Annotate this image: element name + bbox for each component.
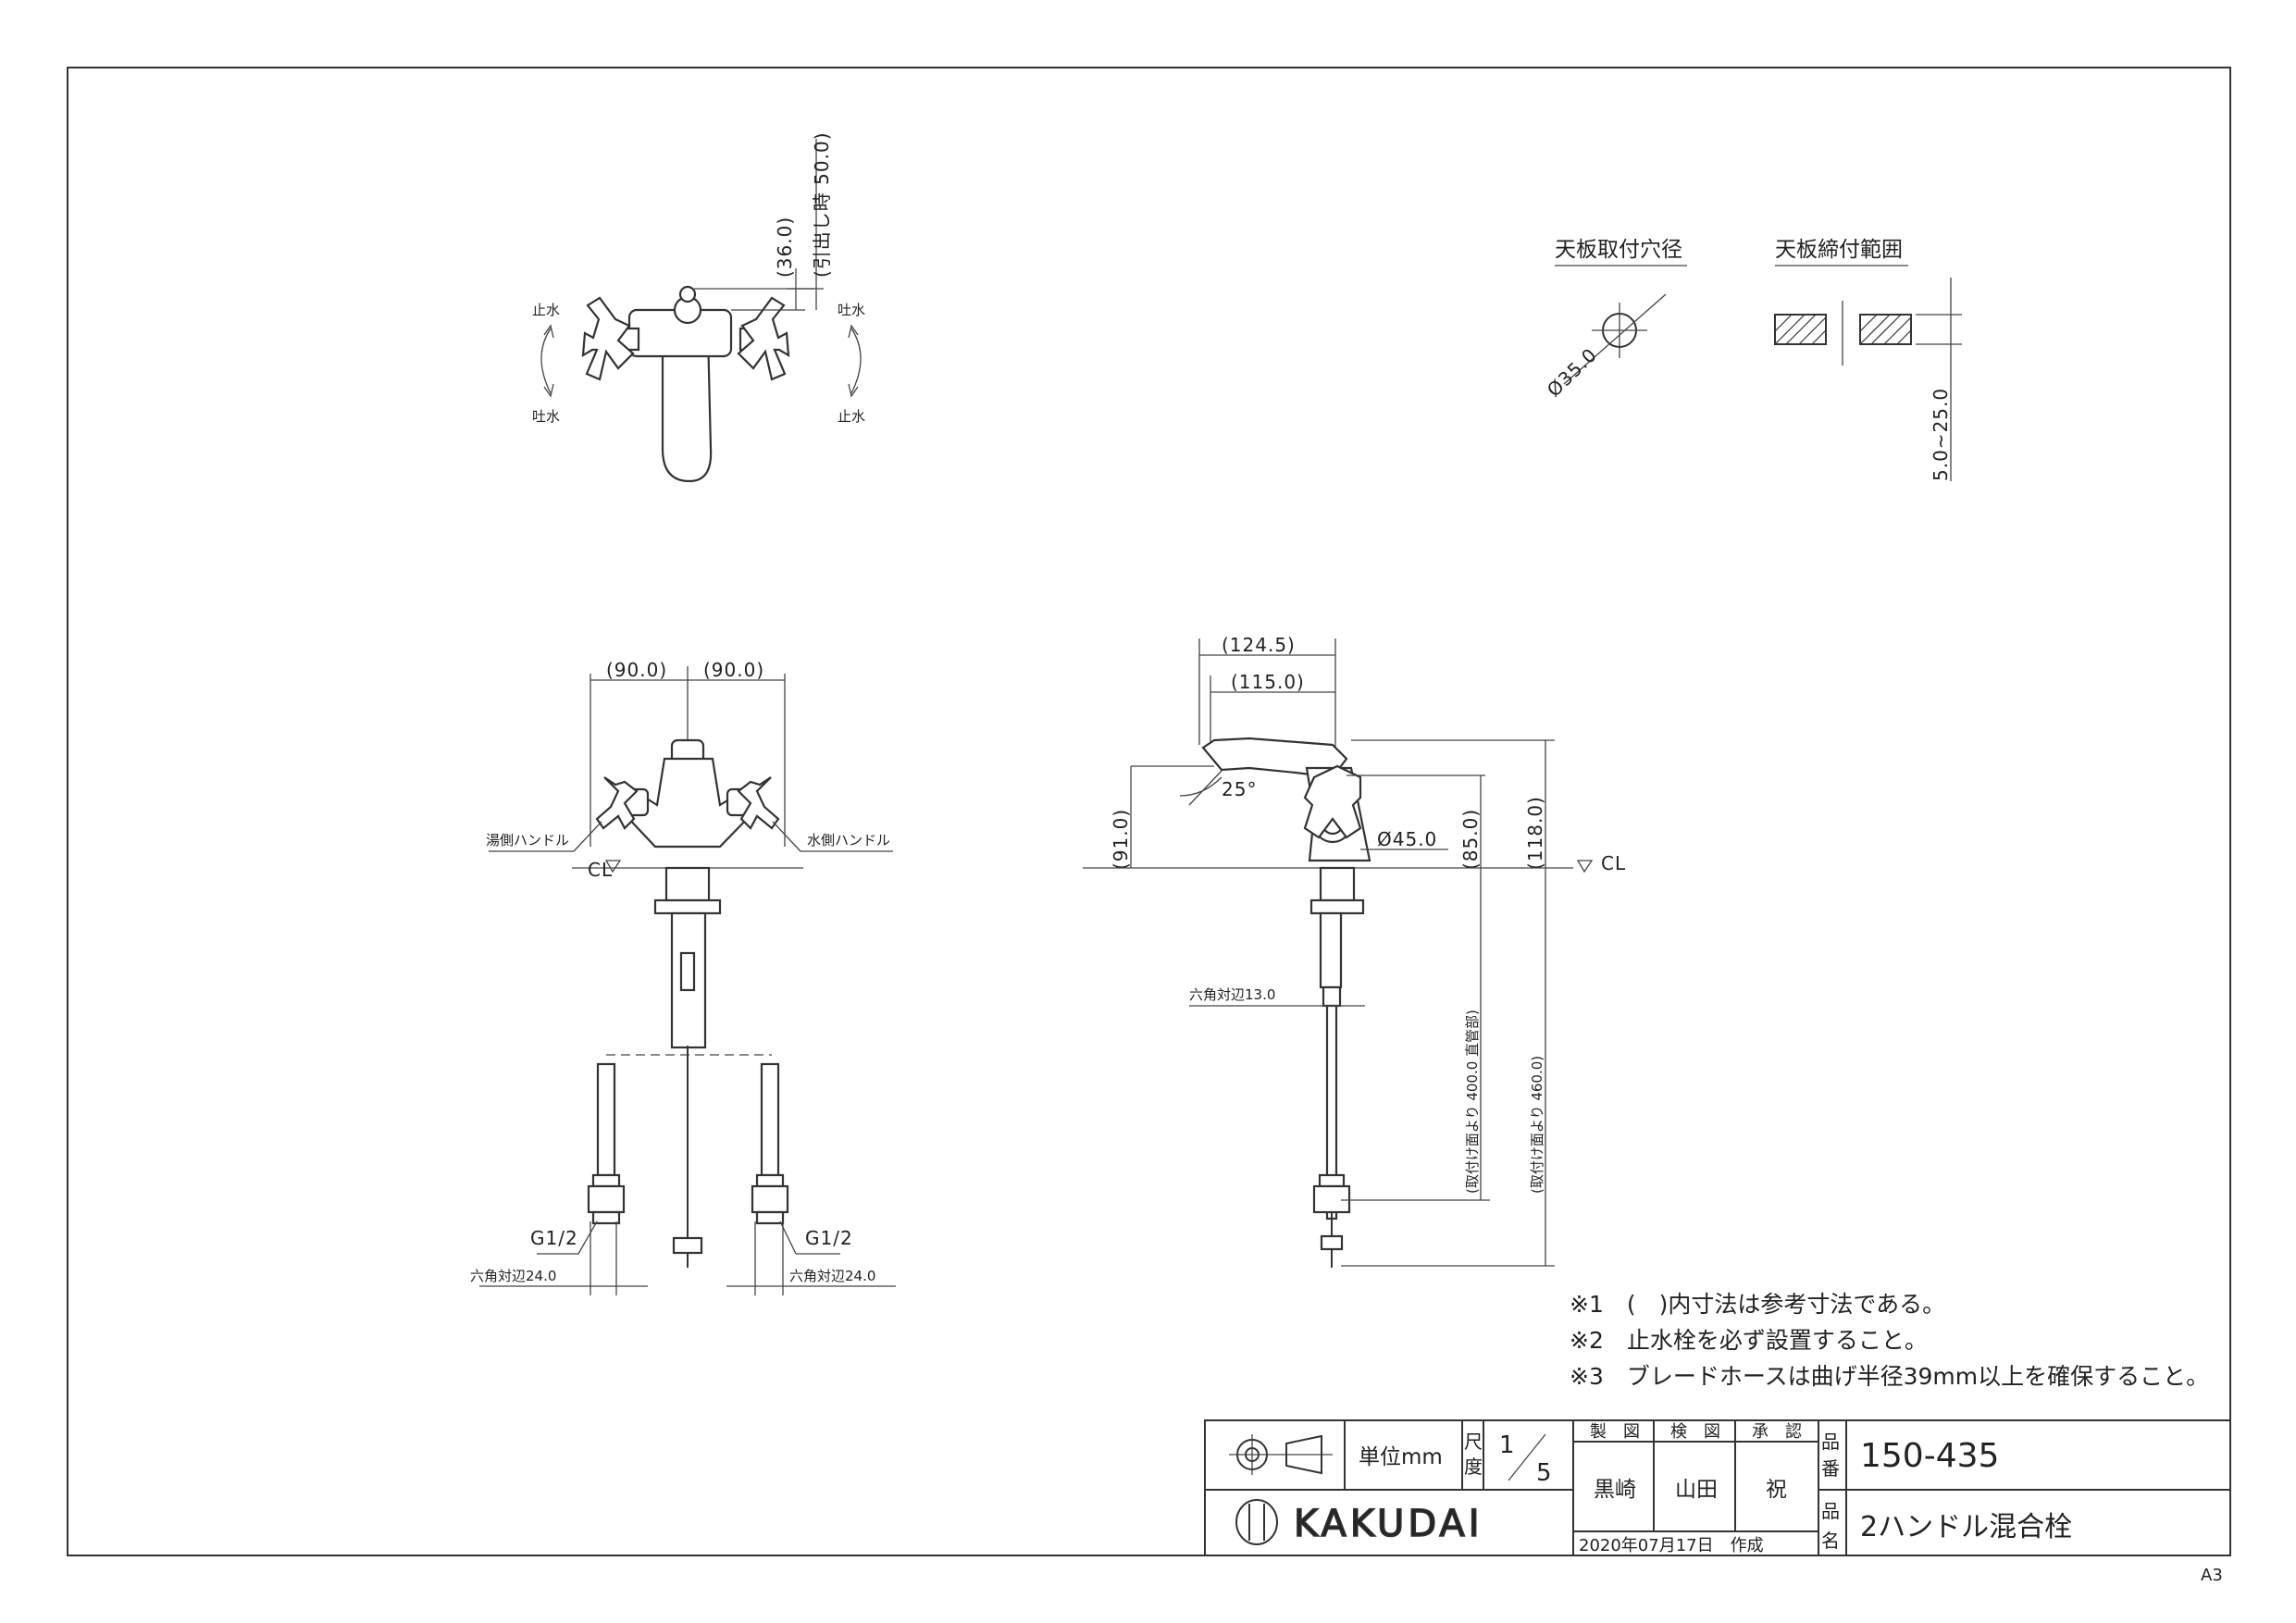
hole-title: 天板取付穴径 (1555, 238, 1682, 262)
hex-right: 六角対辺24.0 (789, 1268, 875, 1284)
top-view: 止水 吐水 吐水 止水 (36.0) (引出し時 50.0) (532, 132, 865, 483)
approved-by: 祝 (1766, 1478, 1787, 1502)
front-view: (90.0) (90.0) CL 湯側ハンドル 水側ハンドル (470, 659, 896, 1295)
date: 2020年07月17日 作成 (1579, 1536, 1764, 1555)
hole-dim: Ø35.0 (1543, 343, 1602, 402)
side-dim-85: (85.0) (1459, 809, 1482, 870)
range-detail: 天板締付範囲 5.0~25.0 (1774, 238, 1962, 481)
top-left-lower-label: 吐水 (532, 408, 560, 425)
name-label-2: 名 (1821, 1530, 1840, 1552)
range-title: 天板締付範囲 (1775, 238, 1903, 262)
name-label-1: 品 (1821, 1500, 1840, 1522)
side-dim-reach-outer: (124.5) (1222, 634, 1296, 656)
scale-label-1: 尺 (1464, 1431, 1483, 1453)
side-cl: CL (1601, 852, 1626, 874)
side-view: (124.5) (115.0) 25° (91.0) Ø45.0 (85.0) … (1083, 634, 1626, 1268)
hex-left: 六角対辺24.0 (470, 1268, 556, 1284)
thread-left: G1/2 (530, 1227, 578, 1249)
front-cl: CL (588, 859, 613, 881)
partno-label-1: 品 (1821, 1431, 1840, 1453)
side-dim-118: (118.0) (1524, 796, 1546, 870)
side-dim-reach: (115.0) (1231, 671, 1305, 693)
scale-label-2: 度 (1464, 1456, 1483, 1478)
hot-handle-label: 湯側ハンドル (486, 832, 569, 849)
part-name: 2ハンドル混合栓 (1860, 1511, 2072, 1543)
paper-size: A3 (2201, 1566, 2223, 1585)
partno-label-2: 番 (1821, 1457, 1840, 1480)
checked-label: 検 図 (1670, 1422, 1720, 1442)
side-dim-400: (取付け面より 400.0 直管部) (1464, 1010, 1481, 1194)
side-dim-460: (取付け面より 460.0) (1529, 1056, 1545, 1194)
brand-name: KAKUDAI (1294, 1503, 1483, 1545)
top-right-lower-label: 止水 (838, 408, 865, 425)
side-dim-91: (91.0) (1110, 809, 1132, 870)
thread-right: G1/2 (805, 1227, 853, 1249)
side-dim-45: Ø45.0 (1377, 828, 1437, 850)
checked-by: 山田 (1675, 1478, 1718, 1502)
part-number: 150-435 (1860, 1437, 1999, 1475)
note-3: ※3 ブレードホースは曲げ半径39mm以上を確保すること。 (1570, 1363, 2209, 1390)
top-dim-36: (36.0) (774, 217, 796, 278)
top-dim-pull: (引出し時 50.0) (811, 132, 833, 279)
approved-label: 承 認 (1752, 1422, 1802, 1442)
drawn-by: 黒崎 (1594, 1478, 1636, 1502)
projection-symbol-icon (1229, 1434, 1333, 1475)
cold-handle-label: 水側ハンドル (807, 832, 890, 849)
scale-numerator: 1 (1499, 1431, 1515, 1459)
front-dim-left: (90.0) (606, 659, 667, 681)
sheet-border (67, 67, 2231, 1556)
note-1: ※1 ( )内寸法は参考寸法である。 (1570, 1291, 1945, 1318)
drawn-label: 製 図 (1590, 1422, 1640, 1442)
scale-denominator: 5 (1536, 1459, 1552, 1487)
title-block: 単位mm 尺 度 1 5 製 図 検 図 承 認 黒崎 山田 祝 2020年07… (1204, 1419, 2231, 1556)
note-2: ※2 止水栓を必ず設置すること。 (1570, 1327, 1928, 1354)
top-right-upper-label: 吐水 (838, 302, 865, 318)
kakudai-logo-icon (1235, 1499, 1278, 1545)
unit-label: 単位mm (1359, 1445, 1443, 1469)
side-angle: 25° (1222, 778, 1257, 800)
front-dim-right: (90.0) (703, 659, 764, 681)
top-left-upper-label: 止水 (532, 302, 560, 318)
hole-detail: 天板取付穴径 Ø35.0 (1543, 238, 1687, 402)
side-hex-13: 六角対辺13.0 (1189, 986, 1275, 1003)
range-dim: 5.0~25.0 (1930, 388, 1952, 481)
notes: ※1 ( )内寸法は参考寸法である。 ※2 止水栓を必ず設置すること。 ※3 ブ… (1570, 1291, 2209, 1390)
